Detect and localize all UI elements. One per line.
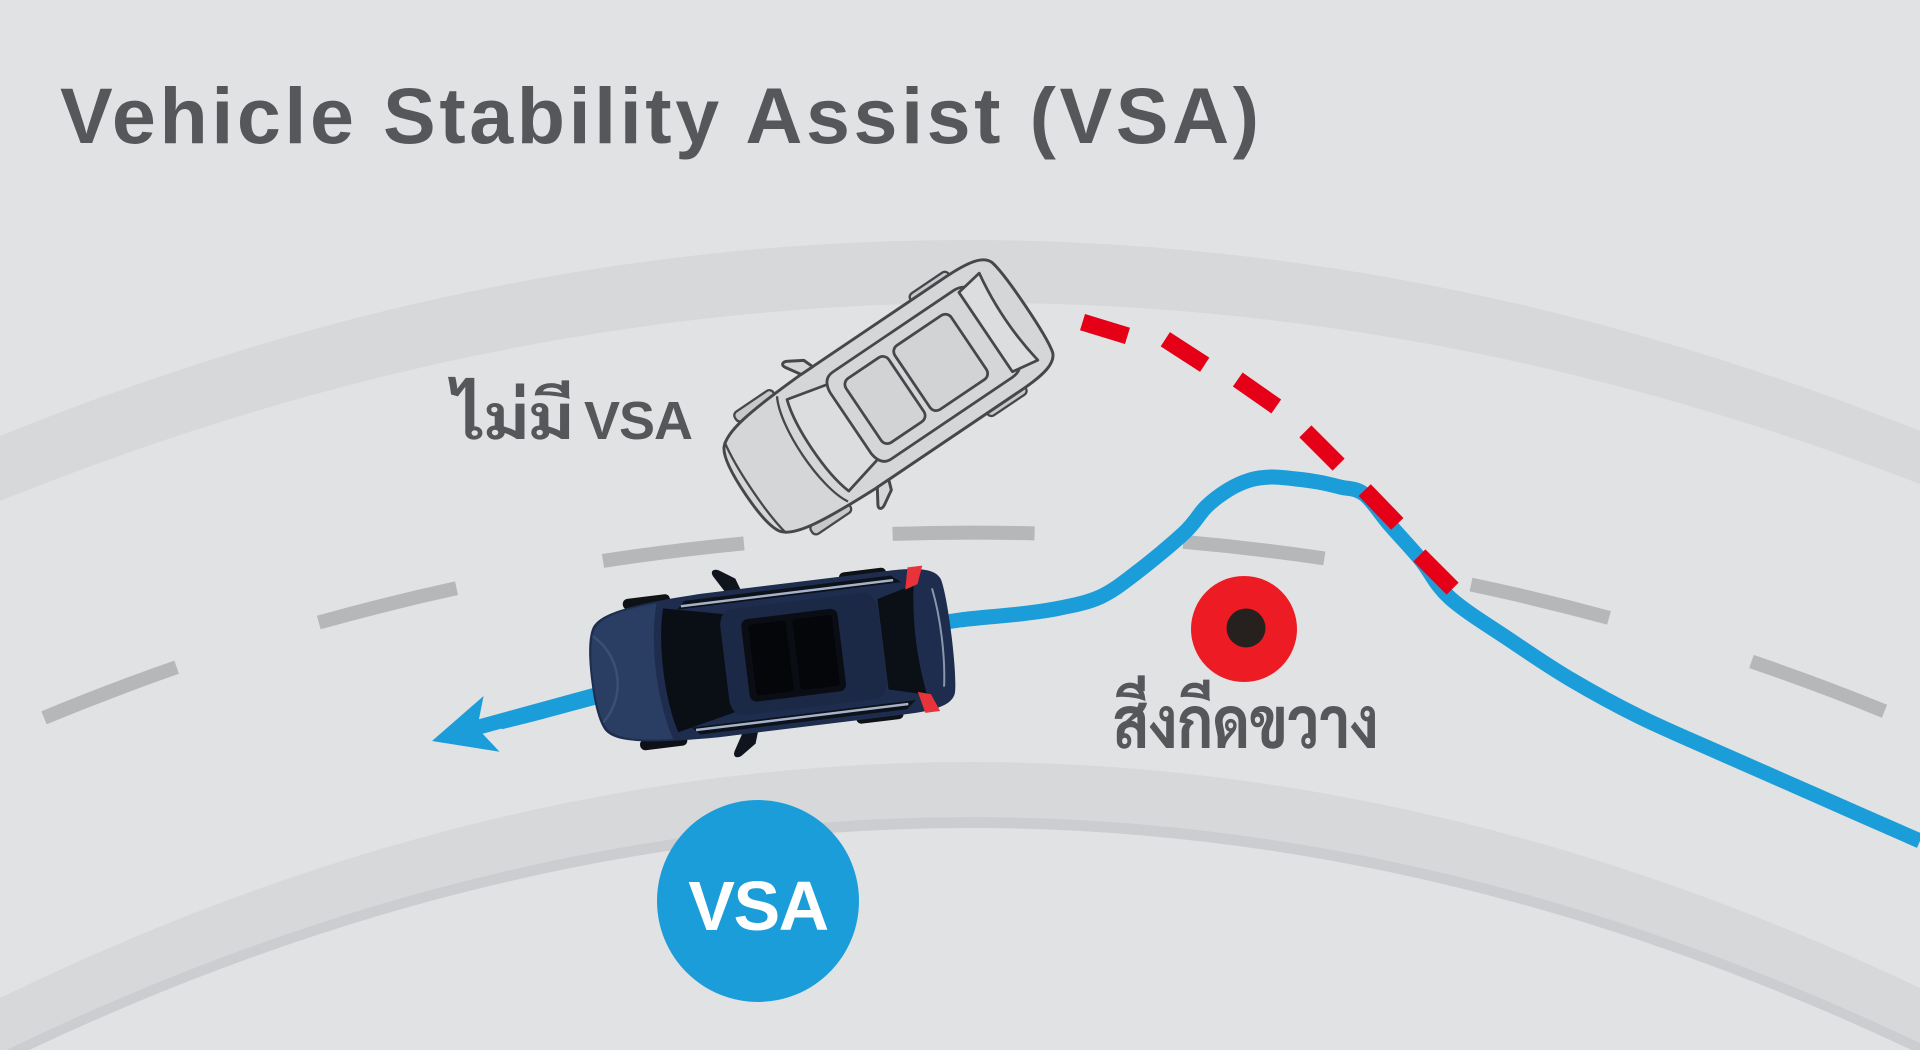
svg-text:VSA: VSA	[688, 867, 827, 945]
svg-text:VSA: VSA	[584, 391, 692, 451]
svg-text:Vehicle Stability Assist (VSA): Vehicle Stability Assist (VSA)	[60, 71, 1263, 160]
